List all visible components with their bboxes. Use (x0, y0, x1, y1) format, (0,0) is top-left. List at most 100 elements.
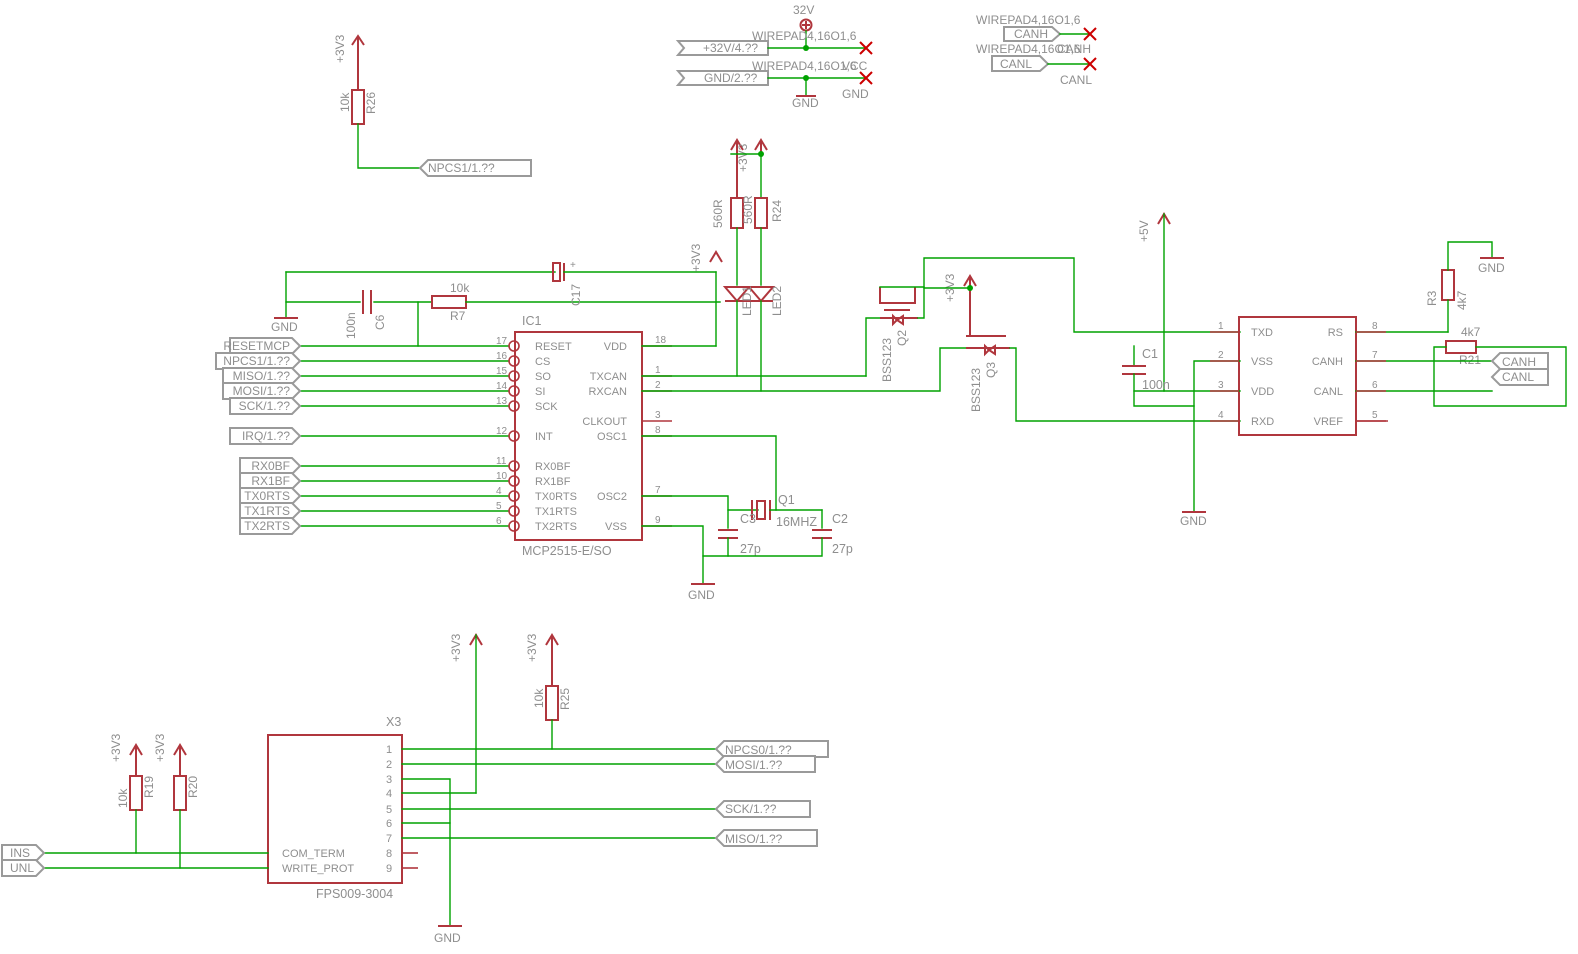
ic1-pin-num: 6 (496, 516, 502, 527)
q3-type: BSS123 (969, 368, 983, 412)
xcvr-pin-num: 5 (1372, 410, 1378, 421)
ic1-pin-name: VSS (605, 521, 627, 533)
net-label-npcs0 (714, 740, 829, 758)
ic1-pin-name: VDD (604, 341, 627, 353)
xcvr-pin-name: TXD (1251, 327, 1273, 339)
ic1-pin-num: 5 (496, 501, 502, 512)
ic1-pin-name: TXCAN (590, 371, 627, 383)
x3-pin-num: 9 (386, 863, 392, 875)
ic1-pin-num: 13 (496, 396, 508, 407)
ic1-pin-num: 14 (496, 381, 508, 392)
xcvr-pin-name: VSS (1251, 356, 1273, 368)
r20-name: R20 (186, 776, 200, 798)
net-label-32v (675, 40, 769, 56)
r21-value: 4k7 (1461, 325, 1481, 339)
ic1-net-label-text: TX1RTS (244, 504, 290, 518)
ic1-net-label-text: RX1BF (251, 474, 290, 488)
r24a-value: 560R (711, 199, 725, 228)
power-pad-block: 32V WIREPAD4,16O1,6 +32V/4.?? WIREPAD4,1… (675, 3, 1097, 110)
c6-name: C6 (373, 314, 387, 330)
ic1-pin-name: OSC2 (597, 491, 627, 503)
ic1-net-label-text: TX2RTS (244, 519, 290, 533)
ic1-pin-name: TX0RTS (535, 491, 577, 503)
net-label-32v-text: +32V/4.?? (703, 41, 758, 55)
gnd-label-rs: GND (1478, 261, 1505, 275)
ic1-pin-name: RX1BF (535, 476, 571, 488)
x3-name: X3 (386, 715, 401, 729)
plus5-label: +5V (1137, 220, 1151, 242)
ic1-net-label (229, 337, 302, 355)
net-label-npcs1-r26-text: NPCS1/1.?? (428, 161, 495, 175)
ic1-net-label-text: SCK/1.?? (239, 399, 291, 413)
crystal-network: Q1 16MHZ C3 27p C2 27p GND (641, 435, 853, 602)
gnd-label-osc: GND (688, 588, 715, 602)
supply-32v-label: 32V (793, 3, 814, 17)
ic1-net-label (222, 382, 302, 400)
gnd-label-x3: GND (434, 931, 461, 945)
x3-pin-num: 6 (386, 818, 392, 830)
x3-pin-num: 1 (386, 744, 392, 756)
pad-title-1: WIREPAD4,16O1,6 (752, 29, 857, 43)
ic1-pin-num: 1 (655, 365, 661, 376)
ic1-pin-num: 11 (496, 456, 507, 467)
ic1-pin-num: 8 (655, 425, 661, 436)
ic1-pin-num: 17 (496, 336, 508, 347)
gnd-label-left: GND (271, 320, 298, 334)
net-label-canl-xcvr-text: CANL (1502, 370, 1534, 384)
connector-x3: X3 FPS009-3004 COM_TERM WRITE_PROT +3V3 … (1, 633, 829, 945)
c17-name: C17 (569, 284, 583, 306)
net-label-canl-xcvr (1490, 368, 1549, 386)
net-label-canl-pad-text: CANL (1000, 57, 1032, 71)
ic1-net-label-text: RX0BF (251, 459, 290, 473)
xcvr-pin-num: 3 (1218, 380, 1224, 391)
pad-canh-overlap: CANH (1057, 42, 1091, 56)
ic1-pin-name: RXCAN (588, 386, 627, 398)
ic1-pin-num: 2 (655, 380, 661, 391)
x3-supply-label: +3V3 (449, 633, 463, 662)
ic1-net-label (222, 367, 302, 385)
r19-supply-label: +3V3 (109, 733, 123, 762)
r21-name: R21 (1459, 353, 1481, 367)
ic1-net-label-text: NPCS1/1.?? (223, 354, 290, 368)
c2-value: 27p (832, 542, 853, 556)
net-label-miso-x3 (714, 829, 818, 847)
mosfet-q3: +3V3 BSS123 Q3 (641, 273, 1241, 422)
ic1-pin-name: SO (535, 371, 551, 383)
net-label-miso-x3-text: MISO/1.?? (725, 832, 783, 846)
q1-name: Q1 (778, 493, 795, 507)
xcvr-pin-rs: 8RS (1328, 321, 1386, 339)
ic1-pin-name: OSC1 (597, 431, 627, 443)
q2-name: Q2 (895, 330, 909, 346)
r24b-value: 560R (741, 195, 755, 224)
ic1-net-label (239, 502, 302, 520)
c17-plus: + (570, 260, 576, 271)
ic1-pin-name: SCK (535, 401, 558, 413)
xcvr-pin-name: CANH (1312, 356, 1343, 368)
ic1-net-label (239, 457, 302, 475)
ic1-pin-num: 9 (655, 515, 661, 526)
ic1-net-label (229, 397, 302, 415)
ic1-pin-name: RX0BF (535, 461, 571, 473)
pad-title-3: WIREPAD4,16O1,6 (976, 13, 1081, 27)
net-label-npcs0-text: NPCS0/1.?? (725, 743, 792, 757)
q3-name: Q3 (984, 362, 998, 378)
x3-pin-num: 4 (386, 788, 392, 800)
ic1-pin-num: 7 (655, 485, 661, 496)
ic1-pin-num: 12 (496, 426, 508, 437)
xcvr-pin-num: 6 (1372, 380, 1378, 391)
